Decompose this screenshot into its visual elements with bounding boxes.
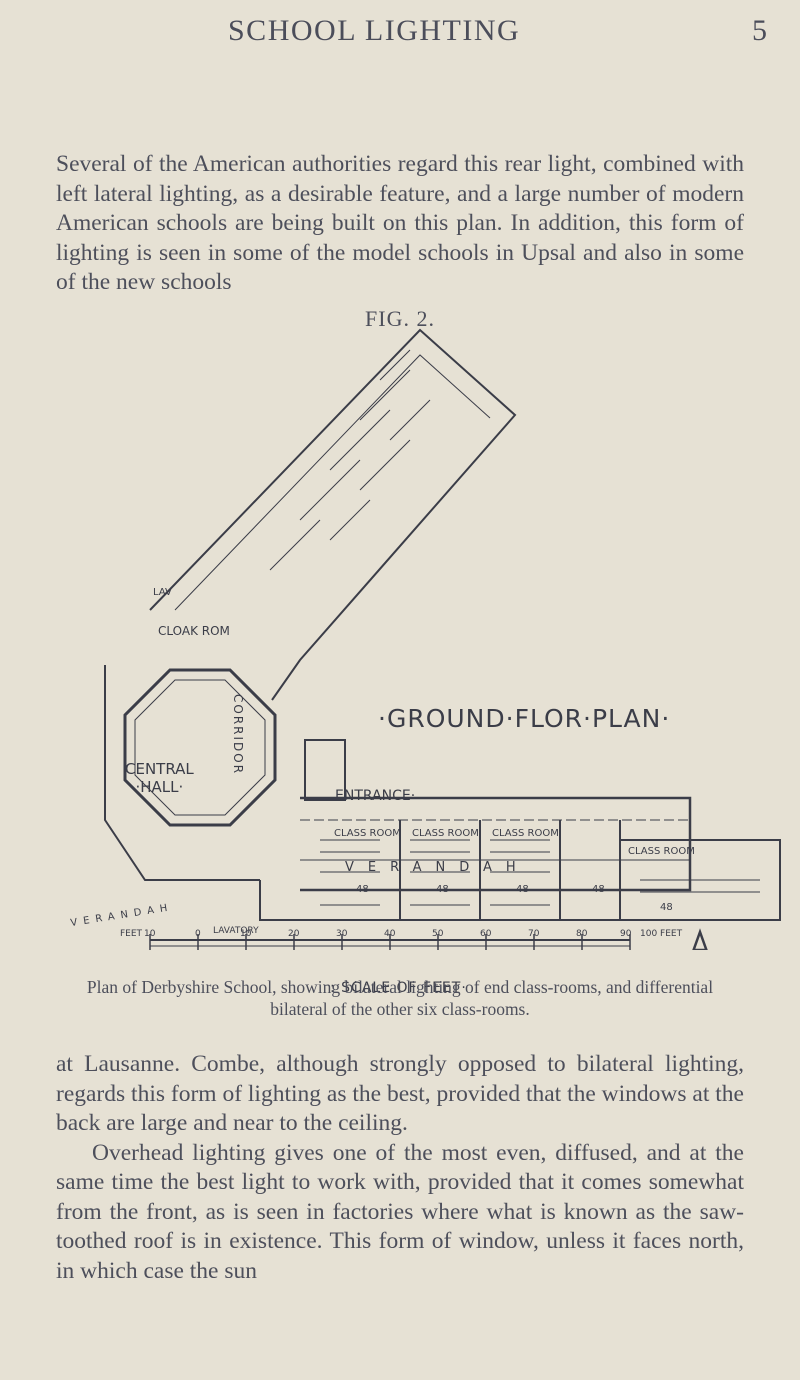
scale-tick-label: 40: [384, 929, 396, 939]
figure-caption: Plan of Derbyshire School, showing bilat…: [86, 977, 714, 1019]
central-hall-label: CENTRAL ·HALL·: [125, 760, 194, 796]
main-wing-outline: [300, 796, 692, 892]
central-hall-label-line-2: ·HALL·: [135, 778, 184, 796]
plan-title: ·GROUND·FLOR·PLAN·: [378, 704, 671, 733]
scale-tick-label: 20: [288, 929, 300, 939]
class-room-label: CLASS ROOM: [492, 828, 559, 839]
room-capacity-label: 48: [356, 884, 369, 895]
scale-end-label: 100 FEET: [640, 929, 683, 939]
paragraph-1: Several of the American authorities rega…: [56, 151, 744, 295]
class-room-label: CLASS ROOM: [334, 828, 401, 839]
central-hall-outline: [123, 668, 277, 827]
wing-desks: [269, 349, 431, 571]
scale-tick-label: 90: [620, 929, 632, 939]
scale-tick-label: 80: [576, 929, 588, 939]
desk-rows: [320, 839, 760, 906]
central-hall-label-line-1: CENTRAL: [125, 760, 194, 778]
room-capacity-label: 48: [592, 884, 605, 895]
lavatory-label: LAVATORY: [213, 926, 259, 936]
room-capacity-label: 48: [516, 884, 529, 895]
entrance-label: ENTRANCE·: [335, 788, 416, 804]
entrance-block: [304, 739, 346, 801]
page-number: 5: [752, 14, 767, 47]
end-classroom: [619, 839, 781, 921]
scale-tick-label: 60: [480, 929, 492, 939]
scale-tick-label: 0: [195, 929, 201, 939]
class-room-label: CLASS ROOM: [412, 828, 479, 839]
room-capacity-label: 48: [660, 902, 673, 913]
lav-label: LAV: [153, 587, 172, 598]
paragraph-2: at Lausanne. Combe, although strongly op…: [56, 1050, 744, 1286]
cloak-room-label: CLOAK ROM: [158, 624, 230, 638]
central-hall-inner: [134, 679, 266, 816]
scale-tick-label: 30: [336, 929, 348, 939]
figure-label: FIG. 2.: [365, 306, 435, 331]
verandah-label: VERANDAH: [345, 860, 530, 875]
class-room-label: CLASS ROOM: [628, 846, 695, 857]
running-title: SCHOOL LIGHTING: [228, 14, 521, 47]
scale-bar-ticks: [149, 934, 631, 950]
scale-tick-label: 10: [240, 929, 252, 939]
paragraph-3: Overhead lighting gives one of the most …: [56, 1139, 744, 1284]
floor-plan-drawing: [104, 328, 781, 950]
north-arrow: [692, 928, 708, 950]
scale-feet-label: FEET: [120, 929, 143, 939]
scale-caption: : SCALE OF FEET·: [330, 980, 467, 996]
scale-tick-label: 50: [432, 929, 444, 939]
room-capacity-label: 48: [436, 884, 449, 895]
scale-tick-label: 70: [528, 929, 540, 939]
scale-tick-label: 10: [144, 929, 156, 939]
hall-walls: [104, 665, 260, 881]
diagonal-wing-outline: [149, 328, 517, 701]
paragraph-2-start: at Lausanne. Combe, although strongly op…: [56, 1051, 744, 1136]
ground-floor-plan: ·GROUND·FLOR·PLAN· CENTRAL ·HALL· ENTRAN…: [0, 320, 800, 996]
running-head: SCHOOL LIGHTING 5: [0, 14, 800, 54]
corridor-label: CORRIDOR: [231, 694, 245, 776]
diagonal-wing-inner: [174, 354, 491, 611]
lower-wing: [259, 880, 690, 921]
